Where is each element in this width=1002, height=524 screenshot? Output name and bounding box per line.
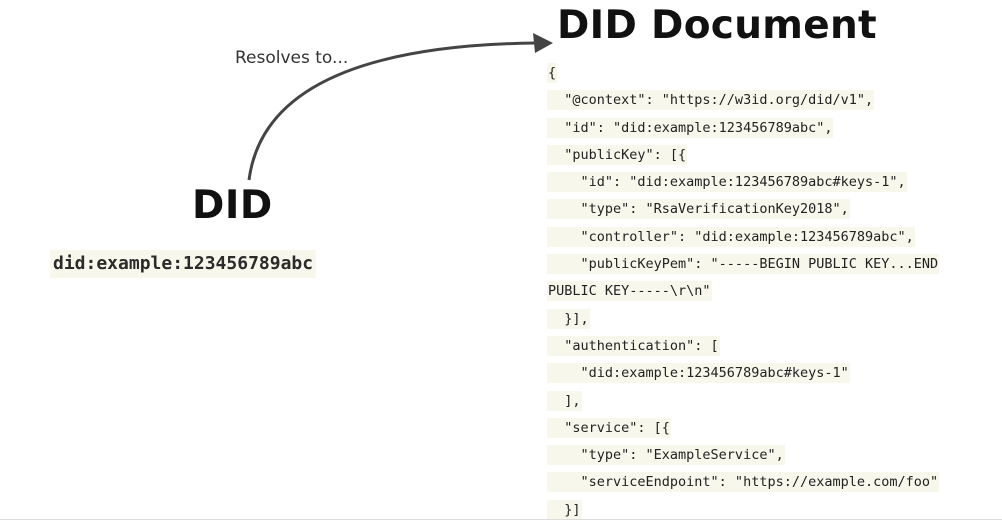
code-line: }], xyxy=(547,308,590,329)
code-line: PUBLIC KEY-----\r\n" xyxy=(547,281,712,302)
code-line: "did:example:123456789abc#keys-1" xyxy=(547,363,850,384)
resolves-arrow-head xyxy=(533,33,553,53)
code-line: "type": "ExampleService", xyxy=(547,445,785,466)
code-line: { xyxy=(547,63,558,83)
code-line: "publicKey": [{ xyxy=(547,144,688,165)
code-line: "controller": "did:example:123456789abc"… xyxy=(547,226,915,247)
code-line: "authentication": [ xyxy=(547,335,720,356)
code-line: "publicKeyPem": "-----BEGIN PUBLIC KEY..… xyxy=(547,254,940,275)
code-line: "id": "did:example:123456789abc#keys-1", xyxy=(547,172,907,193)
did-document-title: DID Document xyxy=(557,3,877,48)
did-title: DID xyxy=(192,183,273,228)
code-line: ], xyxy=(547,390,582,411)
code-line: "type": "RsaVerificationKey2018", xyxy=(547,199,850,220)
code-line: "@context": "https://w3id.org/did/v1", xyxy=(547,90,875,111)
bottom-divider xyxy=(0,519,1002,520)
code-line: "id": "did:example:123456789abc", xyxy=(547,117,834,138)
resolves-to-label: Resolves to... xyxy=(235,48,349,68)
resolves-arrow-curve xyxy=(247,41,536,181)
code-line: "serviceEndpoint": "https://example.com/… xyxy=(547,472,940,493)
code-line: }] xyxy=(547,499,582,520)
did-value: did:example:123456789abc xyxy=(50,250,317,278)
did-document-code: { "@context": "https://w3id.org/did/v1",… xyxy=(547,60,977,524)
code-line: "service": [{ xyxy=(547,417,671,438)
